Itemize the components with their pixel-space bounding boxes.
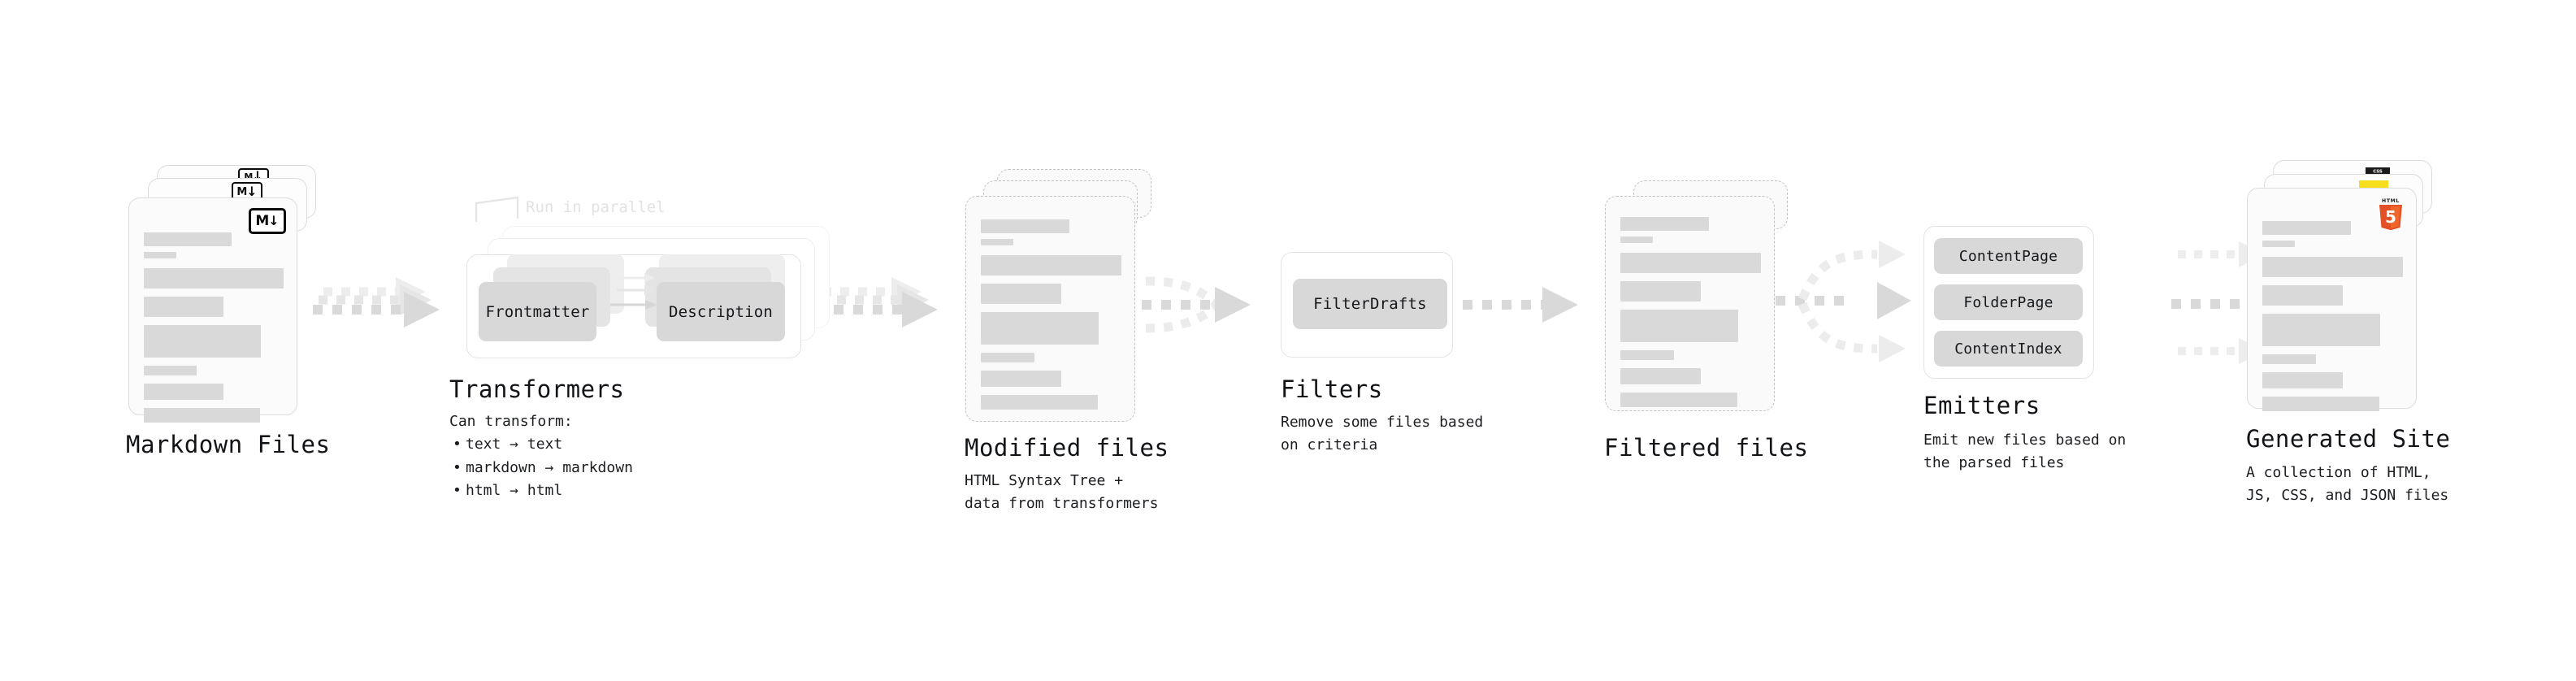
placeholder-line [2262,314,2381,346]
placeholder-line [144,408,260,423]
transformers-caption-item: text → text [453,433,633,457]
placeholder-line [1620,368,1701,384]
placeholder-line [144,384,224,400]
filters-chip-filterdrafts[interactable]: FilterDrafts [1293,279,1447,329]
transformers-caption-list: text → text markdown → markdown html → h… [449,433,633,503]
markdown-arrow-icon: ↓ [268,213,280,228]
markdown-doc-front: M↓ [128,197,297,423]
connector-md-to-transformers [313,277,440,327]
placeholder-line [2262,354,2316,364]
site-doc-front: HTML 5 [2247,188,2417,411]
svg-text:5: 5 [2385,207,2396,227]
connector-filters-to-filtered [1463,287,1578,323]
placeholder-line [1620,310,1739,342]
placeholder-line [1620,217,1709,231]
placeholder-line [2262,397,2379,411]
placeholder-line [144,232,232,246]
placeholder-line [981,371,1061,387]
transformers-caption-header: Can transform: [449,413,573,430]
transformers-chip-frontmatter[interactable]: Frontmatter [479,282,596,341]
emitters-chip-contentindex[interactable]: ContentIndex [1934,331,2083,367]
transformers-caption-item: markdown → markdown [453,457,633,480]
placeholder-line [144,268,284,288]
svg-text:CSS: CSS [2373,169,2383,174]
svg-text:HTML: HTML [2382,198,2400,204]
stage-caption-modified-files: HTML Syntax Tree + data from transformer… [965,472,1159,512]
run-in-parallel-label: Run in parallel [526,198,666,216]
placeholder-line [2262,372,2343,388]
filtered-doc-front [1605,196,1775,411]
placeholder-line [2262,221,2351,235]
placeholder-line [981,255,1121,275]
run-in-parallel-bracket [475,196,519,223]
doc-placeholder-lines [981,219,1121,410]
markdown-letter: M [255,212,270,229]
placeholder-line [1620,236,1653,243]
stage-title-transformers: Transformers [449,375,625,403]
placeholder-line [144,366,197,375]
placeholder-line [981,395,1098,410]
doc-placeholder-lines [2262,221,2403,411]
stage-caption-generated-site: A collection of HTML, JS, CSS, and JSON … [2246,464,2449,504]
placeholder-line [1620,281,1701,301]
emitters-chip-contentpage[interactable]: ContentPage [1934,238,2083,274]
transformers-chip-description[interactable]: Description [657,282,785,341]
html5-logo: HTML 5 [2376,196,2405,231]
transformers-caption: Can transform: text → text markdown → ma… [449,410,633,503]
placeholder-line [981,284,1061,304]
placeholder-line [144,252,176,258]
stage-title-filters: Filters [1281,375,1383,403]
connector-filtered-to-emitters [1776,241,1911,362]
markdown-logo-front: M↓ [249,208,286,234]
placeholder-line [1620,393,1737,407]
placeholder-line [1620,253,1761,273]
placeholder-line [981,353,1034,362]
placeholder-line [2262,285,2343,306]
placeholder-line [1620,350,1674,360]
placeholder-line [2262,257,2403,277]
markdown-letter: M [236,185,248,198]
modified-doc-front [965,196,1135,422]
connector-modified-to-filters [1142,276,1251,333]
placeholder-line [981,312,1099,345]
markdown-arrow-icon: ↓ [246,184,258,199]
placeholder-line [144,325,262,358]
doc-placeholder-lines [1620,217,1761,407]
stage-caption-emitters: Emit new files based on the parsed files [1923,432,2127,471]
placeholder-line [2262,241,2295,247]
stage-title-emitters: Emitters [1923,392,2040,419]
stage-caption-filters: Remove some files based on criteria [1281,414,1484,453]
stage-title-generated-site: Generated Site [2246,425,2451,453]
placeholder-line [981,219,1069,233]
markdown-letter: M [244,171,254,182]
transformers-caption-item: html → html [453,479,633,503]
html5-icon: HTML 5 [2379,198,2402,231]
doc-placeholder-lines [144,232,284,423]
stage-title-modified-files: Modified files [965,434,1169,462]
placeholder-line [981,239,1013,245]
connector-transformers-to-modified [814,277,938,327]
stage-title-markdown-files: Markdown Files [126,431,331,458]
placeholder-line [144,297,224,317]
emitters-chip-folderpage[interactable]: FolderPage [1934,284,2083,320]
stage-title-filtered-files: Filtered files [1604,434,1809,462]
